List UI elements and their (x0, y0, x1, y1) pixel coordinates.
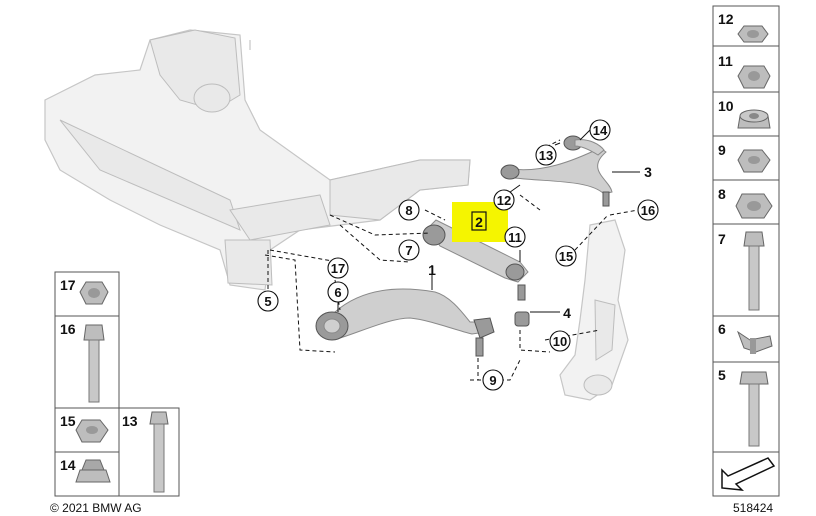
direction-arrow-icon (721, 457, 776, 491)
copyright-text: © 2021 BMW AG (50, 501, 142, 515)
panel-item-9: 9 (718, 142, 771, 173)
svg-text:4: 4 (563, 305, 571, 321)
bolt-icon (743, 231, 765, 247)
right-parts-panel: 12 11 10 9 8 7 (712, 5, 780, 497)
callout-5: 5 (257, 290, 279, 312)
svg-text:17: 17 (331, 261, 345, 276)
svg-text:10: 10 (553, 334, 567, 349)
svg-text:16: 16 (60, 321, 76, 337)
svg-text:13: 13 (122, 413, 138, 429)
steering-knuckle-illustration (559, 219, 629, 401)
svg-text:5: 5 (264, 294, 271, 309)
panel-item-14: 14 (60, 457, 111, 483)
callout-6: 6 (327, 281, 349, 303)
bolt-icon (149, 411, 169, 425)
svg-text:6: 6 (334, 285, 341, 300)
panel-item-16: 16 (60, 321, 105, 403)
callout-4: 4 (563, 305, 571, 321)
svg-text:8: 8 (405, 203, 412, 218)
callout-10: 10 (549, 330, 571, 352)
svg-text:17: 17 (60, 277, 76, 293)
callout-3: 3 (644, 164, 652, 180)
svg-text:3: 3 (644, 164, 652, 180)
panel-item-15: 15 (60, 413, 109, 443)
callout-12: 12 (493, 189, 515, 211)
panel-item-10: 10 (718, 98, 771, 129)
diagram-id: 518424 (733, 501, 773, 515)
svg-text:9: 9 (718, 142, 726, 158)
callout-14: 14 (589, 119, 611, 141)
panel-item-12: 12 (718, 11, 769, 43)
callout-16: 16 (637, 199, 659, 221)
svg-text:11: 11 (718, 53, 733, 69)
panel-item-11: 11 (718, 53, 771, 89)
svg-text:12: 12 (497, 193, 511, 208)
left-parts-panel: 17 16 15 13 14 (54, 271, 180, 497)
svg-text:6: 6 (718, 321, 726, 337)
wishbone-1 (315, 288, 495, 357)
bolt-icon (83, 324, 105, 341)
svg-text:14: 14 (60, 457, 76, 473)
panel-item-13: 13 (122, 411, 169, 493)
callout-1: 1 (428, 262, 436, 278)
svg-text:13: 13 (539, 148, 553, 163)
svg-text:10: 10 (718, 98, 734, 114)
svg-text:9: 9 (489, 373, 496, 388)
svg-text:15: 15 (559, 249, 573, 264)
panel-item-17: 17 (60, 277, 109, 305)
svg-text:15: 15 (60, 413, 76, 429)
callout-13: 13 (535, 144, 557, 166)
svg-text:11: 11 (508, 230, 522, 245)
svg-text:12: 12 (718, 11, 734, 27)
svg-text:8: 8 (718, 186, 726, 202)
svg-text:1: 1 (428, 262, 436, 278)
panel-item-8: 8 (718, 186, 773, 219)
bolt-icon (739, 371, 769, 385)
svg-text:7: 7 (718, 231, 726, 247)
subframe-illustration (44, 29, 471, 291)
svg-text:2: 2 (475, 214, 483, 230)
upper-control-arm-3 (500, 135, 613, 207)
svg-text:7: 7 (405, 243, 412, 258)
panel-item-5: 5 (718, 367, 769, 447)
callout-8: 8 (398, 199, 420, 221)
nut-icon (75, 469, 111, 483)
callout-17: 17 (327, 257, 349, 279)
panel-item-6: 6 (718, 321, 773, 354)
callout-11: 11 (504, 226, 526, 248)
panel-item-7: 7 (718, 231, 765, 311)
svg-text:14: 14 (593, 123, 608, 138)
svg-text:5: 5 (718, 367, 726, 383)
callout-9: 9 (482, 369, 504, 391)
svg-text:16: 16 (641, 203, 655, 218)
callout-15: 15 (555, 245, 577, 267)
callout-7: 7 (398, 239, 420, 261)
